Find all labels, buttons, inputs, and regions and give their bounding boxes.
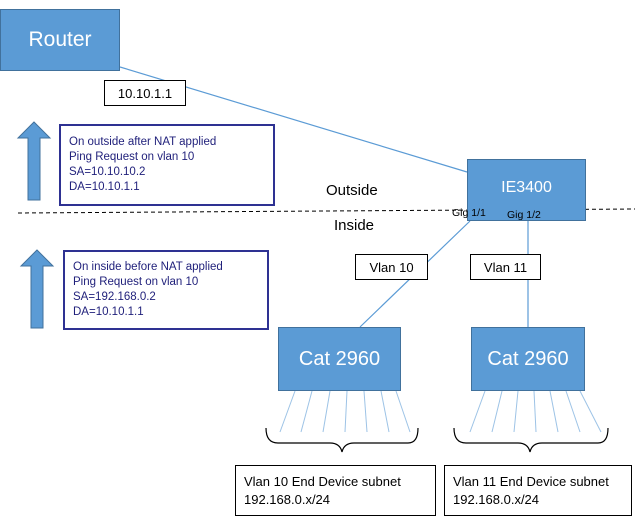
up-arrow-outside-icon xyxy=(16,121,52,201)
note-inside: On inside before NAT applied Ping Reques… xyxy=(63,250,269,330)
note-inside-line: Ping Request on vlan 10 xyxy=(73,276,199,288)
inside-label: Inside xyxy=(334,217,375,234)
note-inside-line: DA=10.10.1.1 xyxy=(73,306,144,318)
gig12-label: Gig 1/2 xyxy=(507,209,541,221)
subnet-title: Vlan 10 End Device subnet xyxy=(244,473,401,489)
end-devices-right xyxy=(469,390,602,433)
note-outside-line: Ping Request on vlan 10 xyxy=(69,151,195,163)
ie3400-node: IE3400 xyxy=(467,159,586,221)
end-devices-left xyxy=(279,390,411,433)
brace-right xyxy=(453,427,609,453)
cat2960-left-node: Cat 2960 xyxy=(278,327,401,391)
note-outside-line: DA=10.10.1.1 xyxy=(69,181,140,193)
vlan10-label: Vlan 10 xyxy=(355,254,428,280)
note-outside: On outside after NAT applied Ping Reques… xyxy=(59,124,275,206)
outside-label: Outside xyxy=(326,182,378,199)
subnet-box-vlan11: Vlan 11 End Device subnet 192.168.0.x/24 xyxy=(444,465,632,516)
router-ip-label: 10.10.1.1 xyxy=(104,80,186,106)
up-arrow-inside-icon xyxy=(19,249,55,329)
note-inside-line: On inside before NAT applied xyxy=(73,261,223,273)
subnet-range: 192.168.0.x/24 xyxy=(453,491,540,507)
cat2960-right-node: Cat 2960 xyxy=(471,327,585,391)
subnet-title: Vlan 11 End Device subnet xyxy=(453,473,609,489)
gig11-label: Gig 1/1 xyxy=(452,207,486,219)
subnet-range: 192.168.0.x/24 xyxy=(244,491,331,507)
vlan11-label: Vlan 11 xyxy=(470,254,541,280)
router-node: Router xyxy=(0,9,120,71)
subnet-box-vlan10: Vlan 10 End Device subnet 192.168.0.x/24 xyxy=(235,465,436,516)
brace-left xyxy=(265,427,419,453)
note-outside-line: SA=10.10.10.2 xyxy=(69,166,146,178)
note-inside-line: SA=192.168.0.2 xyxy=(73,291,156,303)
note-outside-line: On outside after NAT applied xyxy=(69,136,217,148)
